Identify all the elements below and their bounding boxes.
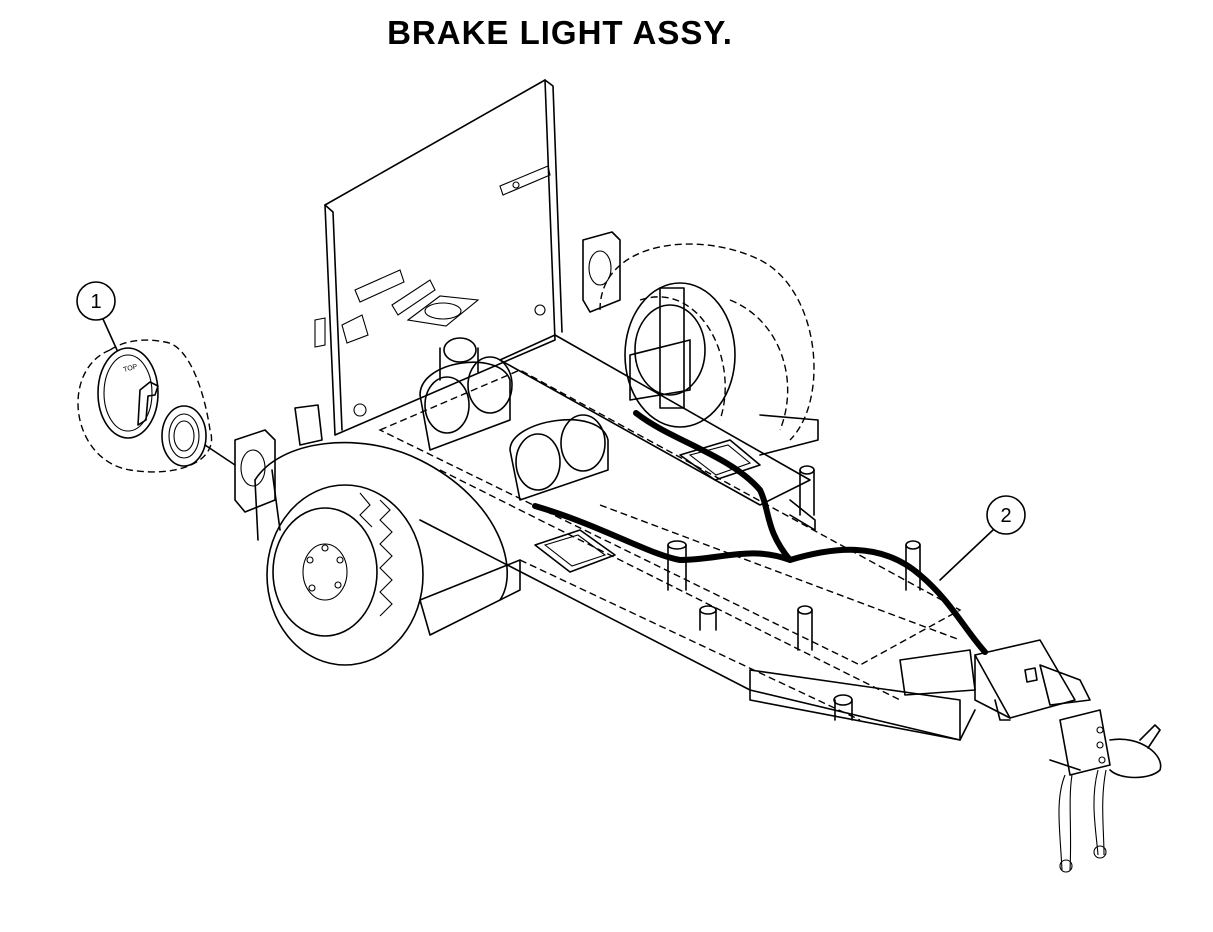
back-panel: [314, 79, 563, 436]
brake-light-detail: [77, 339, 236, 473]
callout-2: 2: [939, 495, 1026, 581]
callout-2-number: 2: [1000, 505, 1011, 527]
callout-1-number: 1: [90, 291, 101, 313]
trailer-frame: [378, 334, 976, 741]
lamp-top-marking: TOP: [123, 363, 139, 374]
far-light-mount: [582, 231, 621, 313]
wiring-harness: [633, 410, 988, 655]
front-wheel: [254, 441, 521, 666]
diagram-title: BRAKE LIGHT ASSY.: [387, 14, 733, 51]
tongue-coupler: [974, 639, 1162, 779]
callout-1: 1: [76, 281, 118, 351]
wiring-harness-branch: [532, 503, 793, 563]
near-light-mount: [234, 404, 323, 513]
tube-cradles: [419, 337, 609, 501]
rear-wheel: [599, 243, 819, 456]
posts: [667, 465, 921, 721]
safety-chains: [1058, 769, 1107, 873]
mount-plates: [534, 439, 761, 573]
